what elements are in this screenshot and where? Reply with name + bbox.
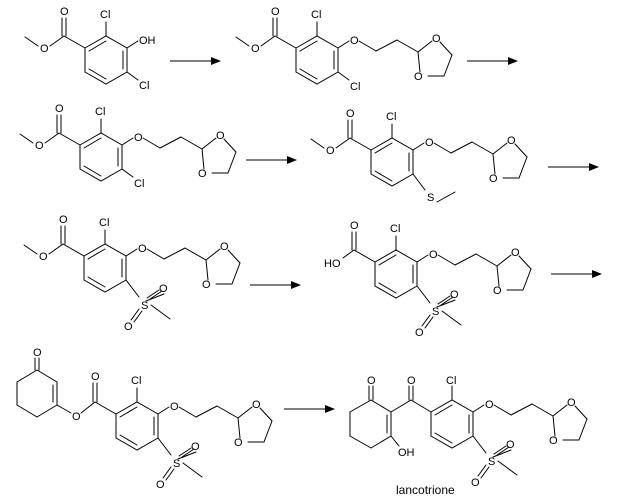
compound-4-atom-o: O [326, 145, 335, 157]
compound-6-atom-o: O [429, 249, 438, 261]
compound-4-atom-o: O [507, 135, 516, 147]
compound-5-atom-s: S [141, 300, 148, 312]
product-name-label: lancotrione [396, 483, 455, 497]
compound-6-atom-s: S [432, 306, 439, 318]
compound-8-structure [349, 385, 588, 479]
compound-8-atom-o: O [367, 375, 376, 387]
compound-7-atom-o: O [91, 371, 100, 383]
compound-1-atom-cl: Cl [100, 9, 110, 21]
compound-2-atom-cl: Cl [311, 9, 321, 21]
compound-7-atom-o: O [191, 441, 200, 453]
compound-5-atom-o: O [220, 241, 229, 253]
compound-5-atom-o: O [39, 251, 48, 263]
compound-4-atom-o: O [489, 173, 498, 185]
compound-6-atom-o: O [493, 285, 502, 297]
compound-6-atom-o: O [415, 327, 424, 339]
compound-4-atom-cl: Cl [386, 111, 396, 123]
compound-4-atom-o: O [425, 137, 434, 149]
compound-3-atom-o: O [134, 132, 143, 144]
compound-2-atom-o: O [414, 71, 423, 83]
compound-2-atom-o: O [432, 33, 441, 45]
compound-3-atom-o: O [198, 168, 207, 180]
compound-2-atom-o: O [271, 6, 280, 18]
compound-3-structure [19, 114, 237, 182]
compound-2-structure [235, 17, 453, 85]
compound-8-atom-o: O [506, 439, 515, 451]
compound-8-atom-o: O [567, 397, 576, 409]
compound-7-atom-o: O [156, 479, 165, 491]
compound-6-atom-ho: HO [324, 258, 341, 270]
compound-7-atom-o: O [72, 411, 81, 423]
compound-6-atom-o: O [511, 247, 520, 259]
compound-8-atom-o: O [549, 435, 558, 447]
compound-1-atom-o: O [40, 43, 49, 55]
compound-6-structure [342, 231, 532, 329]
compound-8-atom-o: O [485, 399, 494, 411]
compound-2-atom-cl: Cl [350, 81, 360, 93]
compound-7-atom-cl: Cl [131, 375, 141, 387]
compound-8-atom-o: O [407, 375, 416, 387]
compound-6-atom-o: O [350, 220, 359, 232]
compound-7-atom-o: O [234, 437, 243, 449]
compound-3-atom-o: O [216, 130, 225, 142]
compound-5-atom-o: O [124, 321, 133, 333]
compound-5-atom-o: O [159, 283, 168, 295]
compound-7-structure [16, 357, 273, 481]
compound-1-atom-o: O [60, 6, 69, 18]
compound-1-atom-oh: OH [139, 35, 156, 47]
compound-8-atom-cl: Cl [446, 375, 456, 387]
compound-2-atom-o: O [251, 43, 260, 55]
compound-4-structure [310, 119, 528, 203]
compound-8-atom-s: S [488, 456, 495, 468]
compound-4-atom-s: S [427, 192, 434, 204]
compound-1-structure [24, 17, 139, 85]
compound-8-atom-oh: OH [398, 447, 415, 459]
compound-5-atom-o: O [59, 214, 68, 226]
compound-7-atom-o: O [170, 401, 179, 413]
compound-3-atom-cl: Cl [134, 178, 144, 190]
compound-6-atom-cl: Cl [390, 223, 400, 235]
compound-6-atom-o: O [450, 289, 459, 301]
compound-3-atom-cl: Cl [95, 106, 105, 118]
compound-8-atom-o: O [471, 477, 480, 489]
compound-5-atom-o: O [202, 279, 211, 291]
compound-7-atom-o: O [33, 347, 42, 359]
compound-1-atom-cl: Cl [139, 80, 149, 92]
compound-7-atom-s: S [173, 458, 180, 470]
compound-5-atom-o: O [138, 243, 147, 255]
compound-5-structure [23, 225, 241, 323]
compound-4-atom-o: O [346, 108, 355, 120]
compound-5-atom-cl: Cl [99, 217, 109, 229]
compound-2-atom-o: O [350, 35, 359, 47]
compound-3-atom-o: O [55, 103, 64, 115]
compound-3-atom-o: O [35, 140, 44, 152]
compound-7-atom-o: O [252, 399, 261, 411]
